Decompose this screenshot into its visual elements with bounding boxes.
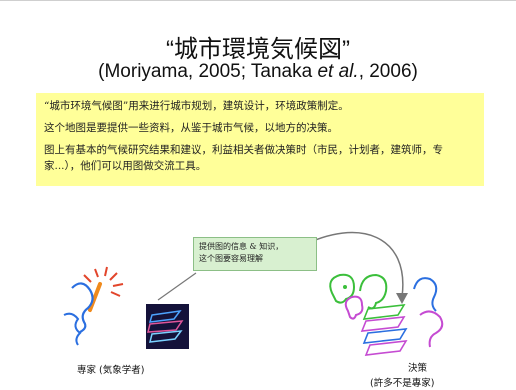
green-person-icon <box>329 273 356 304</box>
subtitle-authors: (Moriyama, 2005; Tanaka <box>98 61 318 82</box>
callout-pointer <box>157 272 197 301</box>
arrow-to-decision <box>299 231 404 298</box>
map-stack-icon <box>360 304 408 356</box>
callout-line-1: 提供图的信息 & 知识， <box>199 242 284 251</box>
callout-line-2: 这个图要容易理解 <box>199 254 263 263</box>
decision-sublabel: (許多不是專家) <box>370 378 435 389</box>
expert-label: 専家 (気象学者) <box>77 365 145 376</box>
blue-person-icon <box>413 277 438 312</box>
subtitle-etal: et al. <box>317 61 359 82</box>
climate-map <box>146 304 189 349</box>
slide-subtitle: (Moriyama, 2005; Tanaka et al., 2006) <box>0 61 516 83</box>
green-person-2-icon <box>359 273 388 310</box>
pencil-icon <box>88 282 102 312</box>
purple-person-icon <box>344 295 364 320</box>
notes-line-1: “城市环境气候图”用来进行城市规划，建筑设计，环境政策制定。 <box>44 100 349 112</box>
decision-label: 決策 <box>408 363 428 374</box>
decision-group-figure <box>329 273 444 356</box>
purple-person-2-icon <box>419 310 444 348</box>
slide-title: “城市環境気候図” <box>166 36 350 63</box>
expert-head-outline <box>71 282 94 333</box>
notes-box: “城市环境气候图”用来进行城市规划，建筑设计，环境政策制定。 这个地图是要提供一… <box>36 93 484 186</box>
arrow-head <box>396 293 408 304</box>
notes-line-2: 这个地图是要提供一些资料，从鉴于城市气候，以地方的决策。 <box>44 122 338 134</box>
info-callout: 提供图的信息 & 知识， 这个图要容易理解 <box>193 237 317 271</box>
sun-rays-icon <box>83 266 124 297</box>
expert-figure <box>63 266 124 346</box>
expert-hand-outline <box>63 312 82 346</box>
notes-line-3: 图上有基本的气候研究结果和建议，利益相关者做决策时（市民，计划者，建筑师，专家.… <box>44 144 443 172</box>
subtitle-rest: , 2006) <box>358 61 418 82</box>
